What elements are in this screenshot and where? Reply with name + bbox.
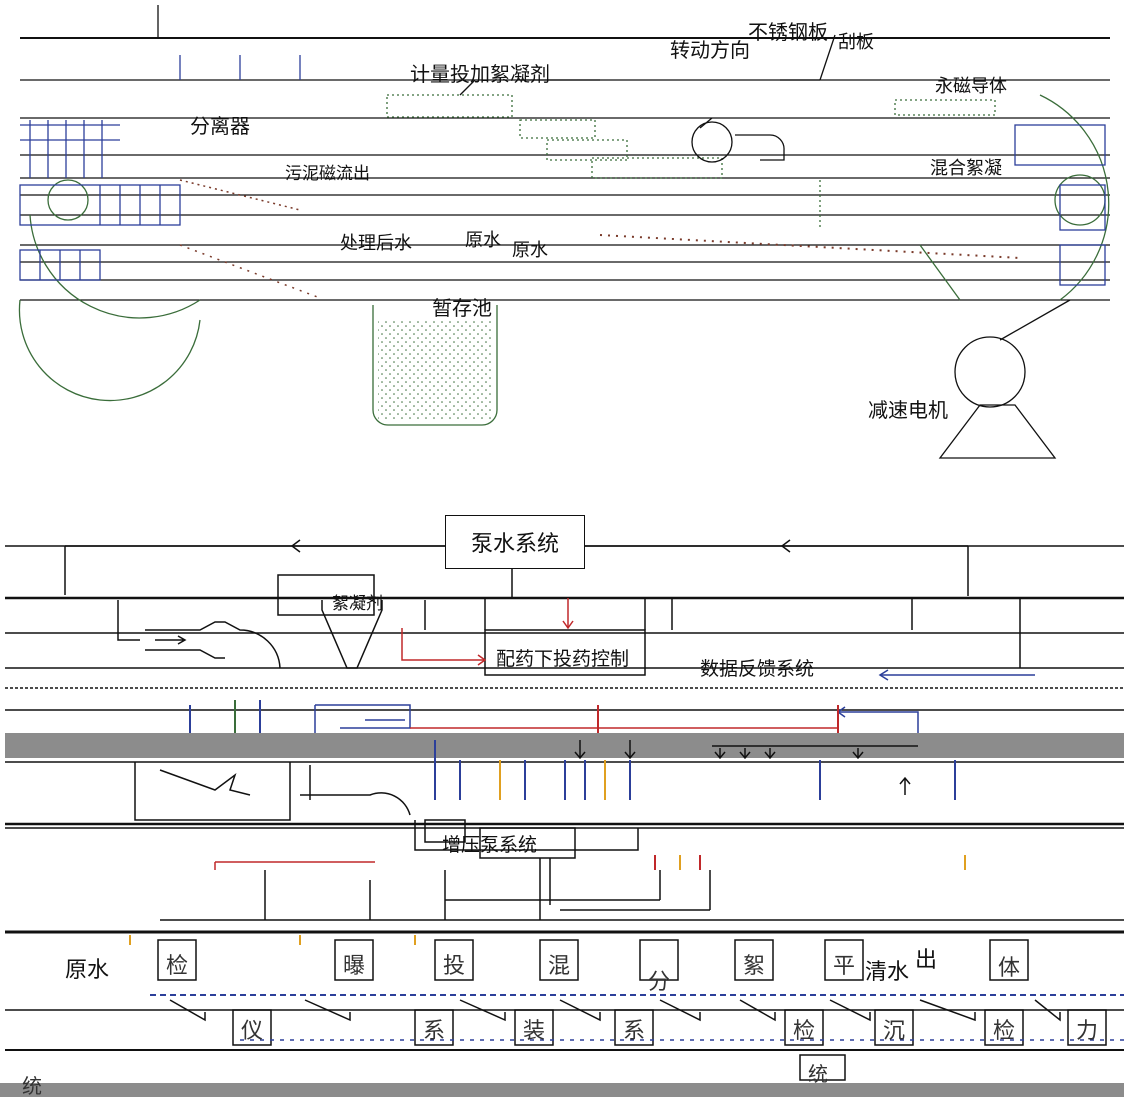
pump-system-box: 泵水系统 bbox=[445, 515, 585, 569]
stage-5-label: 分 bbox=[648, 970, 671, 995]
label-auto-dosing-control: 配药下投药控制 bbox=[496, 648, 630, 670]
label-dosing-flocculant: 计量投加絮凝剂 bbox=[410, 62, 550, 86]
label-raw-water-1: 原水 bbox=[465, 230, 501, 251]
label-sludge-outflow: 污泥磁流出 bbox=[285, 164, 370, 184]
label-mixing-flocculation: 混合絮凝 bbox=[930, 158, 1002, 179]
label-raw-water-2: 原水 bbox=[512, 240, 548, 261]
stage-3-label: 投 bbox=[443, 954, 466, 979]
label-stainless-plate: 不锈钢板 bbox=[748, 20, 828, 44]
label-pump-system: 泵水系统 bbox=[470, 532, 559, 557]
label-out: 出 bbox=[915, 948, 938, 973]
signal-ticks bbox=[30, 700, 1124, 1097]
label-clean-water: 清水 bbox=[865, 960, 910, 985]
lower-8-label: 力 bbox=[1076, 1019, 1099, 1044]
lower-5-label: 检 bbox=[793, 1019, 816, 1044]
label-coagulant: 絮凝剂 bbox=[332, 594, 383, 614]
label-separator: 分离器 bbox=[190, 114, 250, 138]
bottom-grey-bar bbox=[0, 1083, 1124, 1097]
top-device-diagram bbox=[18, 5, 1110, 459]
stage-6-label: 絮 bbox=[743, 954, 766, 979]
lower-7-label: 检 bbox=[993, 1019, 1016, 1044]
bottom-flow-diagram bbox=[5, 539, 1124, 1081]
label-storage-tank: 暂存池 bbox=[432, 296, 492, 320]
bottom-2-label: 统 bbox=[808, 1062, 828, 1086]
bottom-1-label: 统 bbox=[22, 1074, 42, 1098]
lower-3-label: 装 bbox=[523, 1019, 546, 1044]
label-feedback-system: 数据反馈系统 bbox=[700, 658, 815, 680]
stage-8-label: 体 bbox=[998, 956, 1021, 981]
stage-2-label: 曝 bbox=[343, 954, 366, 979]
lower-6-label: 沉 bbox=[883, 1019, 906, 1044]
label-permanent-magnet: 永磁导体 bbox=[935, 76, 1007, 97]
stage-7-label: 平 bbox=[833, 954, 856, 979]
label-reducer-motor: 减速电机 bbox=[868, 398, 948, 422]
lower-2-label: 系 bbox=[423, 1019, 446, 1044]
lower-4-label: 系 bbox=[623, 1019, 646, 1044]
stage-1-label: 检 bbox=[166, 954, 189, 979]
label-pressure-system: 增压泵系统 bbox=[442, 834, 538, 856]
label-scraper: 刮板 bbox=[838, 32, 874, 53]
lower-1-label: 仪 bbox=[241, 1019, 264, 1044]
label-treated-water: 处理后水 bbox=[340, 233, 412, 254]
stage-4-label: 混 bbox=[548, 954, 571, 979]
label-rotation-direction: 转动方向 bbox=[670, 38, 750, 62]
label-raw-water: 原水 bbox=[65, 958, 110, 983]
